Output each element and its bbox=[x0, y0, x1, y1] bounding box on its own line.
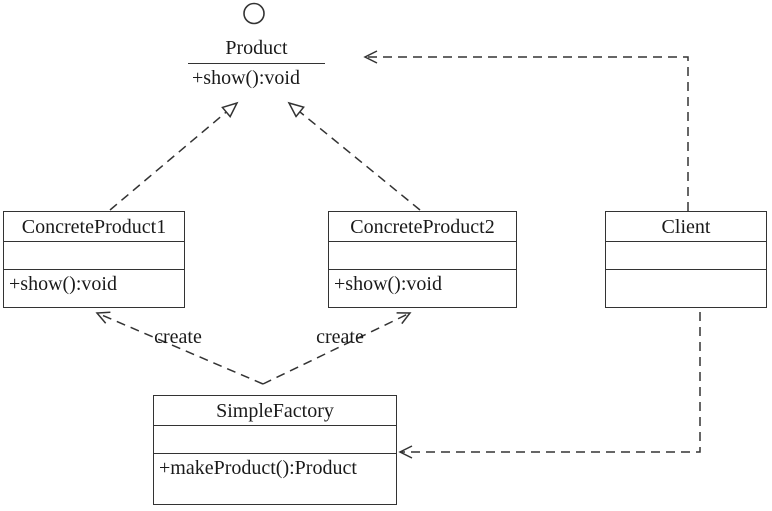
methods-compartment: +show():void bbox=[9, 273, 117, 295]
create-label-left: create bbox=[154, 326, 202, 348]
class-name: Client bbox=[606, 212, 766, 242]
class-concrete-product-2: ConcreteProduct2 +show():void bbox=[328, 211, 517, 308]
class-simple-factory: SimpleFactory +makeProduct():Product bbox=[153, 395, 397, 505]
dependency-arrow-client-to-product bbox=[363, 50, 689, 211]
realization-arrow-concreteproduct1-to-product bbox=[109, 103, 237, 211]
dependency-arrow-client-to-simplefactory bbox=[398, 312, 701, 459]
attributes-compartment bbox=[4, 242, 184, 270]
attributes-compartment bbox=[329, 242, 516, 270]
interface-method: +show():void bbox=[192, 67, 300, 89]
methods-compartment: +show():void bbox=[334, 273, 442, 295]
class-name: ConcreteProduct1 bbox=[4, 212, 184, 242]
class-concrete-product-1: ConcreteProduct1 +show():void bbox=[3, 211, 185, 308]
attributes-compartment bbox=[606, 242, 766, 270]
create-label-right: create bbox=[316, 326, 364, 348]
interface-lollipop-icon bbox=[243, 2, 265, 25]
class-name: ConcreteProduct2 bbox=[329, 212, 516, 242]
create-arrow-factory-to-concreteproduct1 bbox=[95, 311, 264, 385]
create-arrow-factory-to-concreteproduct2 bbox=[262, 312, 412, 385]
realization-arrow-concreteproduct2-to-product bbox=[289, 103, 421, 211]
attributes-compartment bbox=[154, 426, 396, 454]
interface-name: Product bbox=[188, 32, 325, 64]
class-client: Client bbox=[605, 211, 767, 308]
interface-product: Product +show():void bbox=[188, 32, 325, 90]
class-name: SimpleFactory bbox=[154, 396, 396, 426]
methods-compartment bbox=[606, 270, 766, 307]
methods-compartment: +makeProduct():Product bbox=[159, 457, 357, 479]
